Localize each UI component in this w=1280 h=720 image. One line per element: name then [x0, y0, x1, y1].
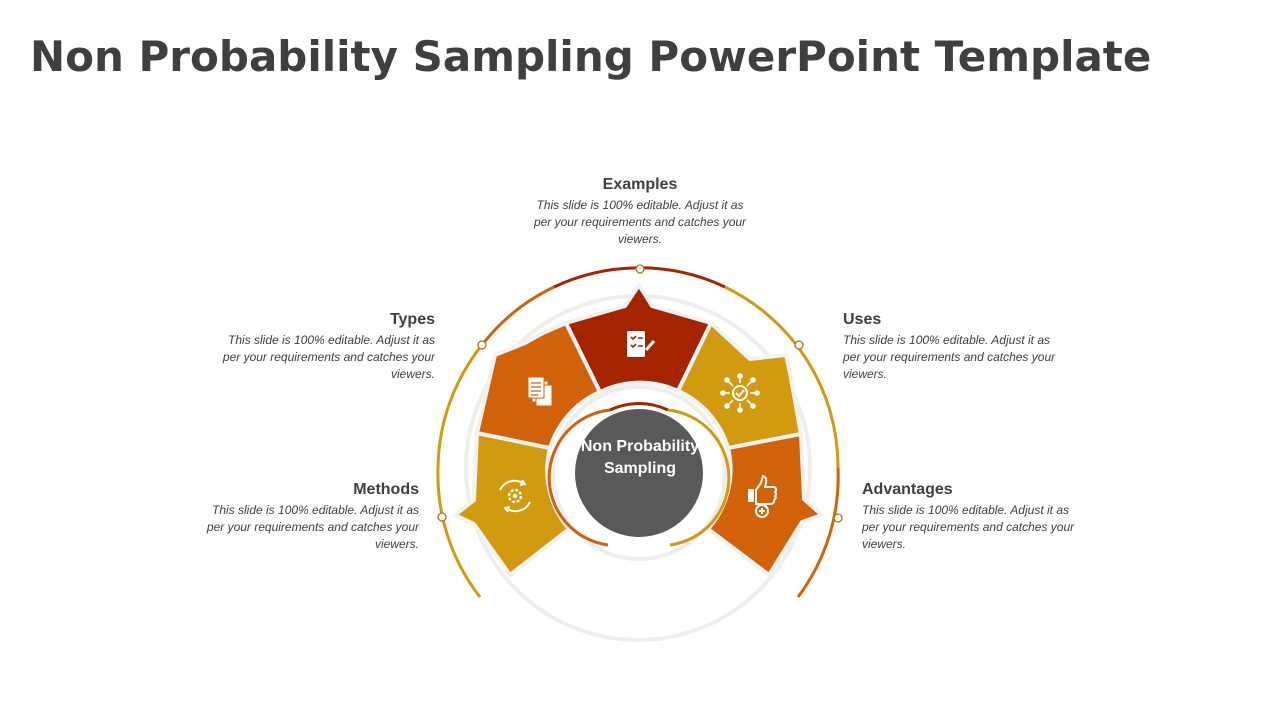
- label-types: Types This slide is 100% editable. Adjus…: [213, 311, 435, 383]
- page-title: Non Probability Sampling PowerPoint Temp…: [30, 32, 1152, 81]
- inner-ring-arc-right: [667, 408, 731, 547]
- label-methods-description: This slide is 100% editable. Adjust it a…: [206, 503, 419, 551]
- label-types-description: This slide is 100% editable. Adjust it a…: [222, 333, 435, 381]
- inner-ring-arc-left: [547, 408, 611, 547]
- outer-arc-uses: [724, 285, 840, 469]
- checklist-icon: [627, 331, 656, 357]
- label-examples: Examples This slide is 100% editable. Ad…: [529, 176, 751, 248]
- center-circle: [575, 409, 703, 537]
- marker-uses: [794, 340, 804, 350]
- network-check-icon: [720, 373, 760, 413]
- outer-arc-methods: [436, 467, 482, 598]
- outer-arc-advantages: [796, 467, 840, 598]
- outer-arc-types: [480, 285, 555, 346]
- marker-types: [477, 340, 487, 350]
- label-advantages: Advantages This slide is 100% editable. …: [862, 481, 1084, 553]
- inner-ring-arc-top: [609, 402, 669, 412]
- label-uses: Uses This slide is 100% editable. Adjust…: [843, 311, 1065, 383]
- marker-methods: [437, 512, 447, 522]
- arc-markers: [437, 264, 843, 523]
- gear-cycle-icon: [499, 479, 531, 513]
- marker-examples: [635, 264, 645, 274]
- label-uses-title: Uses: [843, 311, 882, 328]
- label-types-title: Types: [389, 311, 435, 328]
- thumbs-up-plus-icon: [748, 474, 778, 518]
- segment-methods: [453, 431, 571, 577]
- outer-arc-group: [436, 266, 840, 598]
- label-examples-title: Examples: [602, 176, 678, 193]
- outer-arc-types-low: [436, 344, 484, 469]
- label-advantages-description: This slide is 100% editable. Adjust it a…: [862, 503, 1075, 551]
- marker-advantages: [833, 513, 843, 523]
- documents-icon: [527, 376, 553, 407]
- center-label: Non Probability Sampling: [580, 438, 700, 477]
- label-advantages-title: Advantages: [862, 481, 953, 498]
- label-uses-description: This slide is 100% editable. Adjust it a…: [843, 333, 1056, 381]
- label-examples-description: This slide is 100% editable. Adjust it a…: [533, 198, 747, 246]
- label-methods-title: Methods: [353, 481, 419, 498]
- label-methods: Methods This slide is 100% editable. Adj…: [197, 481, 419, 553]
